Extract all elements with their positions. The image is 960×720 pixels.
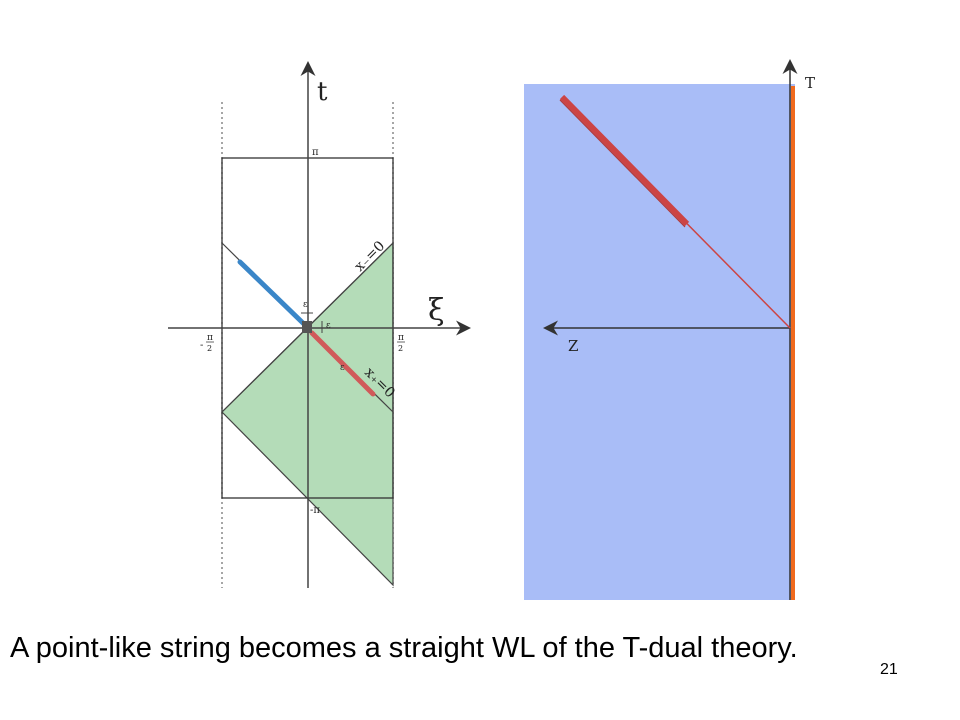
Z-axis-label: Z	[568, 337, 578, 355]
page-number: 21	[880, 661, 898, 678]
left-diagram: ε ε ε t ξ π -π - π 2 π 2 x₋=0 x₊=0	[168, 61, 471, 588]
svg-text:-: -	[200, 340, 203, 351]
wilson-line-edge	[559, 99, 686, 228]
eps-label-top: ε	[303, 300, 308, 310]
diagram-figure: ε ε ε t ξ π -π - π 2 π 2 x₋=0 x₊=0	[168, 59, 815, 600]
red-segment	[309, 330, 376, 397]
slide-caption: A point-like string becomes a straight W…	[10, 632, 798, 664]
bulk-region	[524, 84, 795, 600]
svg-text:π: π	[398, 333, 404, 343]
origin-square	[302, 321, 312, 333]
eps-label-lower: ε	[340, 363, 345, 373]
tick-pi-top: π	[312, 147, 319, 158]
svg-text:2: 2	[398, 344, 403, 353]
right-diagram: T Z	[524, 59, 815, 600]
xi-axis-label: ξ	[428, 293, 445, 328]
blue-segment	[237, 259, 308, 328]
svg-text:2: 2	[207, 344, 212, 353]
tick-minus-pi-half: - π 2	[200, 333, 214, 353]
svg-text:π: π	[207, 333, 213, 343]
wilson-line-thick	[559, 94, 690, 227]
T-axis-label: T	[805, 74, 815, 92]
eps-label-right: ε	[326, 321, 331, 331]
tick-pi-bottom: -π	[310, 505, 320, 516]
t-axis-label: t	[317, 77, 328, 107]
tick-pi-half: π 2	[397, 333, 405, 353]
